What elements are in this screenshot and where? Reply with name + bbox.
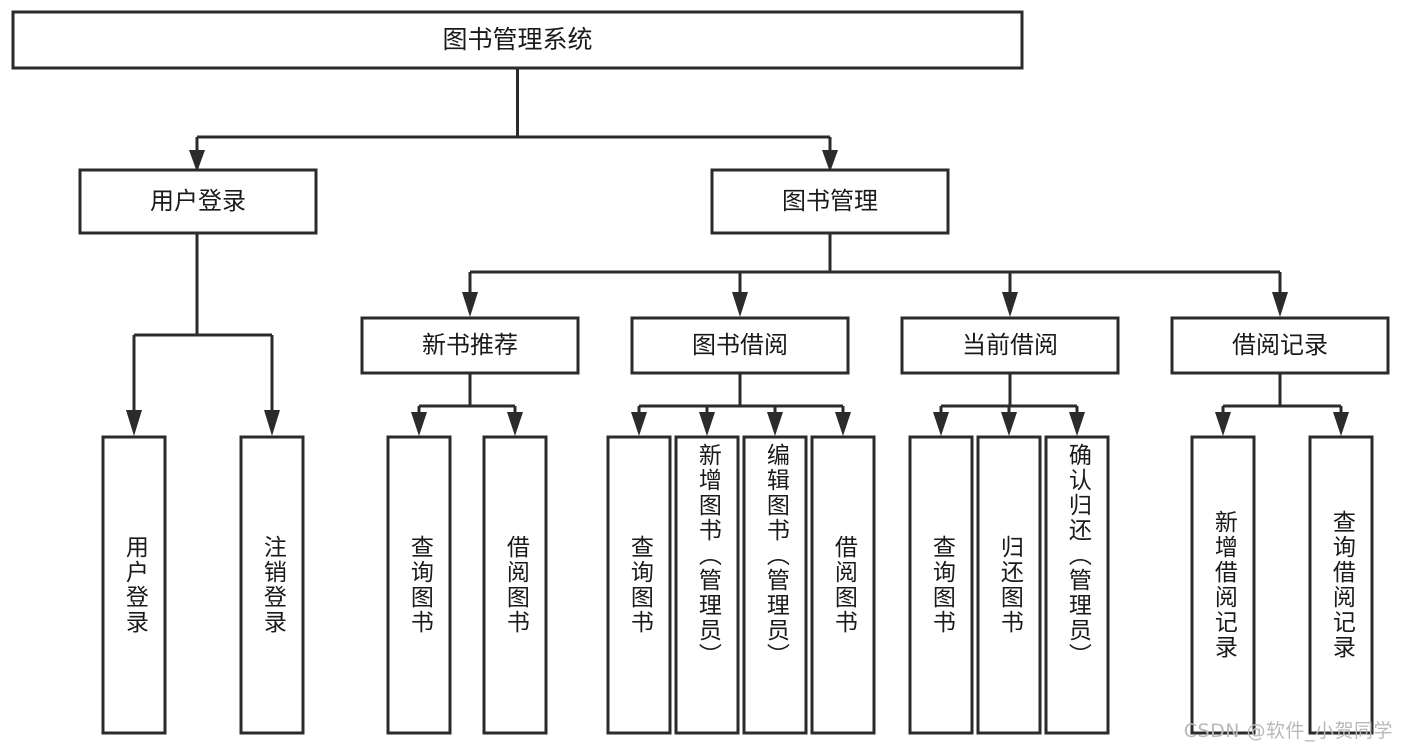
- node-leaf-borrow-book-2-box[interactable]: [810, 435, 876, 735]
- node-leaf-confirm-return-box[interactable]: [1044, 435, 1110, 735]
- node-current-borrow[interactable]: 当前借阅: [900, 316, 1120, 375]
- node-leaf-return-book-box[interactable]: [976, 435, 1042, 735]
- node-new-book-recommend-box[interactable]: [360, 316, 580, 375]
- node-leaf-borrow-book-1-box[interactable]: [482, 435, 548, 735]
- arrow-head-leaf-borrow-book-2: [835, 412, 851, 436]
- node-leaf-add-record-box[interactable]: [1190, 435, 1256, 735]
- node-current-borrow-box[interactable]: [900, 316, 1120, 375]
- node-book-manage-box[interactable]: [710, 168, 950, 235]
- arrow-head-book-borrow: [732, 292, 748, 317]
- node-new-book-recommend[interactable]: 新书推荐: [360, 316, 580, 375]
- arrow-head-current-borrow: [1002, 292, 1018, 317]
- arrow-head-book-manage: [822, 150, 838, 172]
- node-root-label: 图书管理系统: [442, 25, 592, 54]
- node-layer: 图书管理系统 用户登录 图书管理 新书推荐 图书借阅 当前: [11, 10, 1390, 735]
- node-leaf-query-book-1-box[interactable]: [386, 435, 452, 735]
- node-root[interactable]: 图书管理系统: [11, 10, 1024, 70]
- arrow-head-leaf-add-book: [699, 412, 715, 436]
- node-leaf-query-book-3-box[interactable]: [908, 435, 974, 735]
- arrow-head-leaf-logout: [264, 410, 280, 436]
- node-borrow-record-label: 借阅记录: [1232, 331, 1328, 359]
- arrow-head-leaf-edit-book: [767, 412, 783, 436]
- node-user-login-label: 用户登录: [150, 187, 246, 215]
- arrow-head-leaf-confirm-return: [1069, 412, 1085, 436]
- node-borrow-record-box[interactable]: [1170, 316, 1390, 375]
- arrow-head-leaf-query-book-3: [933, 412, 949, 436]
- arrow-head-borrow-record: [1272, 292, 1288, 317]
- node-user-login[interactable]: 用户登录: [78, 168, 318, 235]
- node-user-login-box[interactable]: [78, 168, 318, 235]
- node-borrow-record[interactable]: 借阅记录: [1170, 316, 1390, 375]
- node-book-borrow[interactable]: 图书借阅: [630, 316, 850, 375]
- node-leaf-edit-book-box[interactable]: [742, 435, 808, 735]
- connector-layer: [126, 68, 1349, 436]
- arrow-head-user-login: [189, 150, 205, 172]
- arrow-head-leaf-borrow-book-1: [507, 412, 523, 436]
- node-leaf-add-book-box[interactable]: [674, 435, 740, 735]
- node-leaf-user-login-box[interactable]: [101, 435, 167, 735]
- arrow-head-leaf-user-login: [126, 410, 142, 436]
- node-book-borrow-box[interactable]: [630, 316, 850, 375]
- node-root-box[interactable]: [11, 10, 1024, 70]
- arrow-head-new-book-recommend: [462, 292, 478, 317]
- node-new-book-recommend-label: 新书推荐: [422, 331, 518, 359]
- node-current-borrow-label: 当前借阅: [962, 331, 1058, 359]
- node-book-borrow-label: 图书借阅: [692, 331, 788, 359]
- node-book-manage-label: 图书管理: [782, 187, 878, 215]
- node-leaf-query-book-2-box[interactable]: [606, 435, 672, 735]
- arrow-head-leaf-query-book-2: [631, 412, 647, 436]
- node-book-manage[interactable]: 图书管理: [710, 168, 950, 235]
- node-leaf-query-record-box[interactable]: [1308, 435, 1374, 735]
- arrow-head-leaf-query-book-1: [411, 412, 427, 436]
- arrow-head-leaf-return-book: [1001, 412, 1017, 436]
- watermark-text: CSDN @软件_小贺同学: [1183, 720, 1393, 742]
- arrow-head-leaf-add-record: [1215, 412, 1231, 436]
- node-leaf-logout-box[interactable]: [239, 435, 305, 735]
- arrow-head-leaf-query-record: [1333, 412, 1349, 436]
